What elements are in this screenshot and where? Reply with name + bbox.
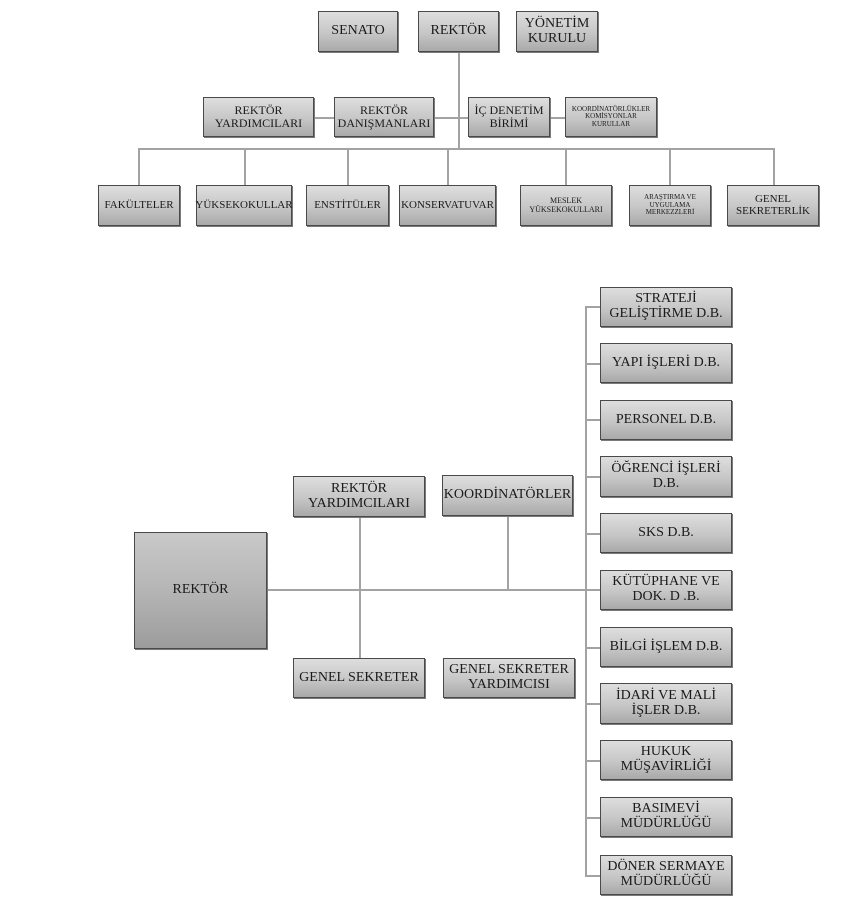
yonetim-kurulu-box: YÖNETİM KURULU — [516, 11, 598, 52]
connector-line — [669, 148, 671, 185]
rektor-danismanlari-box: REKTÖR DANIŞMANLARI — [334, 97, 434, 137]
unit-box: MESLEK YÜKSEKOKULLARI — [520, 185, 612, 226]
connector-line — [585, 817, 600, 819]
department-box: ÖĞRENCİ İŞLERİ D.B. — [600, 456, 732, 497]
connector-line — [565, 148, 567, 185]
connector-line — [773, 148, 775, 185]
connector-line — [585, 875, 600, 877]
connector-line — [585, 419, 600, 421]
unit-box: FAKÜLTELER — [98, 185, 180, 226]
department-box: HUKUK MÜŞAVİRLİĞİ — [600, 740, 732, 780]
department-box: STRATEJİ GELİŞTİRME D.B. — [600, 287, 732, 327]
connector-line — [585, 589, 600, 591]
department-box: PERSONEL D.B. — [600, 400, 732, 440]
connector-line — [585, 306, 587, 877]
rektor-box: REKTÖR — [418, 11, 499, 52]
unit-box: GENEL SEKRETERLİK — [727, 185, 819, 226]
connector-line — [550, 117, 565, 119]
connector-line — [585, 703, 600, 705]
connector-line — [447, 148, 449, 185]
connector-line — [458, 52, 460, 148]
connector-line — [434, 117, 468, 119]
connector-line — [138, 148, 140, 185]
department-box: SKS D.B. — [600, 513, 732, 553]
department-box: YAPI İŞLERİ D.B. — [600, 343, 732, 383]
connector-line — [359, 517, 361, 658]
connector-line — [585, 363, 600, 365]
connector-line — [585, 306, 600, 308]
koordinatorlukler-box: KOORDİNATÖRLÜKLER KOMİSYONLAR KURULLAR — [565, 97, 657, 137]
genel-sekreter-yardimcisi-box: GENEL SEKRETER YARDIMCISI — [443, 658, 575, 698]
rektor-yardimcilari-box: REKTÖR YARDIMCILARI — [203, 97, 314, 137]
koordinatorler-box: KOORDİNATÖRLER — [442, 475, 573, 516]
connector-line — [585, 760, 600, 762]
connector-line — [138, 148, 774, 150]
genel-sekreter-box: GENEL SEKRETER — [293, 658, 425, 698]
department-box: İDARİ VE MALİ İŞLER D.B. — [600, 683, 732, 724]
connector-line — [244, 148, 246, 185]
department-box: KÜTÜPHANE VE DOK. D .B. — [600, 570, 732, 610]
department-box: BİLGİ İŞLEM D.B. — [600, 627, 732, 667]
ic-denetim-birimi-box: İÇ DENETİM BİRİMİ — [468, 97, 550, 137]
connector-line — [347, 148, 349, 185]
connector-line — [585, 647, 600, 649]
connector-line — [507, 516, 509, 589]
unit-box: KONSERVATUVAR — [399, 185, 496, 226]
connector-line — [585, 533, 600, 535]
unit-box: ENSTİTÜLER — [306, 185, 389, 226]
connector-line — [267, 589, 587, 591]
department-box: BASIMEVİ MÜDÜRLÜĞÜ — [600, 797, 732, 837]
department-box: DÖNER SERMAYE MÜDÜRLÜĞÜ — [600, 855, 732, 895]
rektor-main-box: REKTÖR — [134, 532, 267, 649]
senato-box: SENATO — [318, 11, 398, 52]
unit-box: ARAŞTIRMA VE UYGULAMA MERKEZZLERİ — [629, 185, 711, 226]
connector-line — [585, 476, 600, 478]
rektor-yardimcilari-box: REKTÖR YARDIMCILARI — [293, 476, 425, 517]
connector-line — [314, 117, 334, 119]
unit-box: YÜKSEKOKULLAR — [195, 185, 293, 226]
